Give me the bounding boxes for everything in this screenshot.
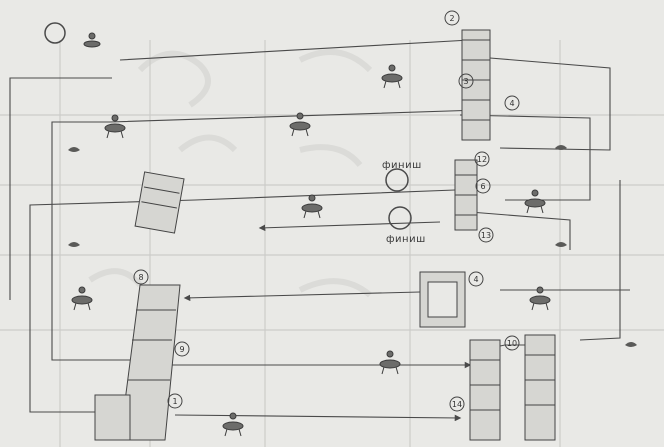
- svg-text:14: 14: [452, 400, 462, 409]
- svg-text:6: 6: [480, 182, 485, 191]
- gate-center: [420, 272, 465, 327]
- figure-5: [625, 342, 637, 347]
- station-marker: 9: [175, 342, 189, 356]
- station-marker: 6: [476, 179, 490, 193]
- svg-text:4: 4: [509, 99, 514, 108]
- rider-8: [223, 413, 243, 436]
- svg-text:12: 12: [477, 155, 487, 164]
- svg-text:2: 2: [449, 14, 454, 23]
- figure-1: [68, 147, 80, 152]
- finish-label-top: финиш: [382, 160, 422, 171]
- station-marker: 13: [479, 228, 493, 242]
- station-marker: 4: [505, 96, 519, 110]
- rider-1: [382, 65, 402, 88]
- tower-mid-left: [135, 172, 184, 233]
- rider-10: [84, 33, 100, 47]
- station-marker: 2: [445, 11, 459, 25]
- svg-text:3: 3: [463, 77, 468, 86]
- rider-9: [105, 115, 125, 138]
- station-marker: 14: [450, 397, 464, 411]
- station-marker: 4: [469, 272, 483, 286]
- tower-mid-right: [455, 160, 477, 230]
- tower-bottom-left: [95, 285, 180, 440]
- route-line-6: [260, 222, 440, 228]
- rider-3: [302, 195, 322, 218]
- start-circle: [45, 23, 65, 43]
- figure-2: [68, 242, 80, 247]
- rider-7: [380, 351, 400, 374]
- svg-text:10: 10: [507, 339, 517, 348]
- svg-text:4: 4: [473, 275, 478, 284]
- svg-text:9: 9: [179, 345, 184, 354]
- route-line-8: [160, 365, 470, 400]
- station-marker: 1: [168, 394, 182, 408]
- station-marker: 12: [475, 152, 489, 166]
- svg-text:13: 13: [481, 231, 491, 240]
- route-line-10: [175, 415, 460, 418]
- station-marker: 10: [505, 336, 519, 350]
- finish-circle-bottom: [389, 207, 411, 229]
- tower-bottom-right-1: [470, 340, 500, 440]
- finish-circle-top: [386, 169, 408, 191]
- rider-5: [72, 287, 92, 310]
- finish-label-bottom: финиш: [386, 234, 426, 245]
- rider-4: [525, 190, 545, 213]
- svg-text:1: 1: [172, 397, 177, 406]
- svg-text:8: 8: [138, 273, 143, 282]
- route-line-7: [185, 290, 630, 298]
- route-line-11: [580, 180, 620, 340]
- figure-4: [555, 242, 567, 247]
- tower-bottom-right-2: [525, 335, 555, 440]
